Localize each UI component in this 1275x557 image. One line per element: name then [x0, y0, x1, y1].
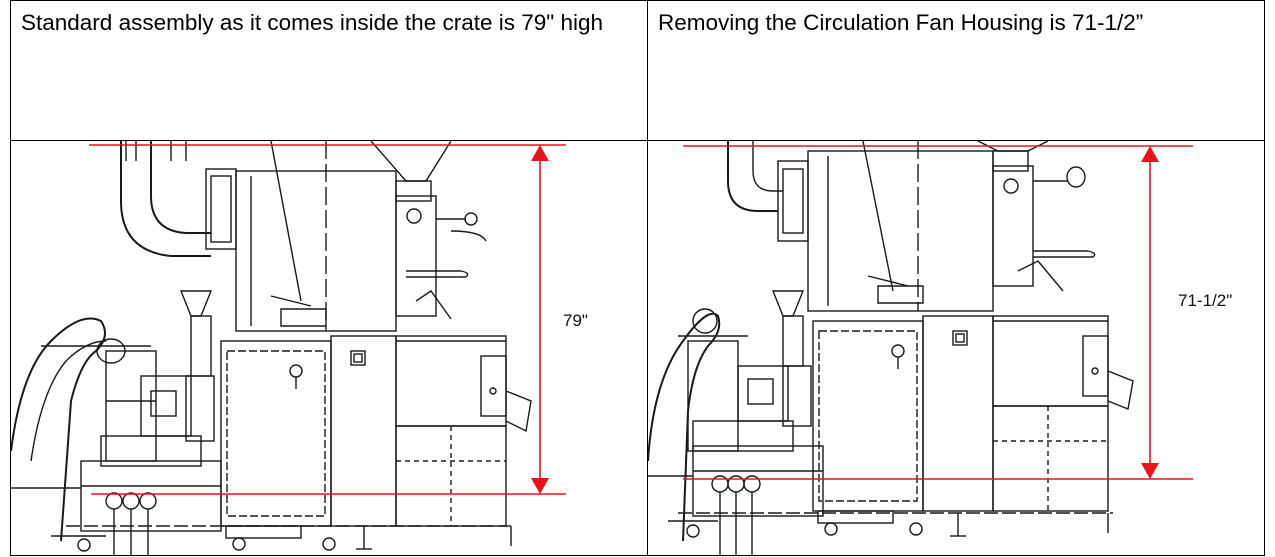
right-height-dimension: 71-1/2" [1178, 291, 1233, 310]
left-caption-cell: Standard assembly as it comes inside the… [10, 0, 648, 141]
right-drawing-cell: 71-1/2" [647, 140, 1265, 556]
comparison-table: Standard assembly as it comes inside the… [10, 0, 1265, 556]
right-caption: Removing the Circulation Fan Housing is … [658, 10, 1144, 35]
right-caption-cell: Removing the Circulation Fan Housing is … [647, 0, 1265, 141]
left-machine-drawing [11, 141, 566, 555]
right-machine-drawing [648, 141, 1193, 555]
left-caption: Standard assembly as it comes inside the… [21, 10, 604, 35]
caption-row: Standard assembly as it comes inside the… [10, 0, 1265, 141]
drawing-row: 79" [10, 140, 1265, 556]
left-height-dimension: 79" [563, 311, 588, 330]
left-drawing-cell: 79" [10, 140, 648, 556]
